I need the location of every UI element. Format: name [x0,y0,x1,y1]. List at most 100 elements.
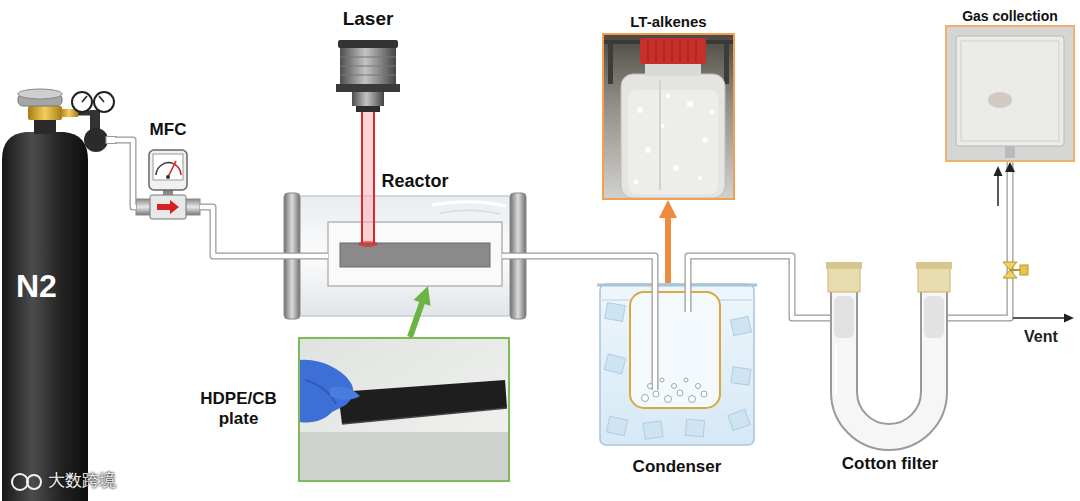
condenser-bath-part [607,416,628,435]
product-photo-part [696,40,697,62]
product-photo-part [637,107,643,113]
flow-arrow [659,200,677,283]
plate-photo-part [338,380,507,424]
laser-head-part [340,57,396,58]
node-label: Cotton filter [842,454,938,474]
reactor-tube-part [432,202,506,206]
node-label: N2 [16,268,57,305]
reactor-tube-part [362,222,374,243]
product-photo [604,35,733,198]
valve-symbol-part [1020,265,1028,275]
tube-wall [200,207,328,256]
gas-bag-photo-part [988,92,1012,108]
plate-photo-part [330,386,360,399]
reactor-tube-part [440,210,500,214]
u-tube-filter-part [826,262,862,269]
product-photo-part [648,40,649,62]
plate-photo-part [300,432,508,480]
gas-cylinder-part [72,92,92,112]
product-photo-part [666,94,670,98]
valve-symbol-part [1003,262,1017,270]
condenser: Condenser [597,283,757,447]
laser-head-part [340,75,396,76]
product-photo-part [664,40,665,62]
valve-symbol-part [1003,270,1017,278]
laser-head-part [336,84,400,92]
condenser-bath-part [660,378,664,382]
node-label: LT-alkenes [630,13,706,30]
condenser-bath-part [653,391,659,397]
gas-cylinder-part [18,89,62,99]
condenser-bath-part [686,283,691,312]
beam-glow [362,112,374,222]
condenser-bath-part [600,284,754,445]
laser-head-part [356,106,380,112]
arrow-shaft [665,212,671,283]
product-photo-part [724,44,729,84]
node-label: Laser [343,8,394,30]
product-photo-part [659,80,661,190]
u-tube-filter-part [924,296,944,338]
vent-label: Vent [1024,328,1058,346]
product-photo-part [687,101,693,107]
node-label: Reactor [381,171,448,192]
photo-frame: LT-alkenes [602,33,735,200]
u-tube-filter-part [844,290,934,437]
condenser-bath-part [630,292,720,408]
condenser-bath-part [653,283,658,390]
condenser-bath-part [643,421,663,439]
product-photo-part [688,40,689,62]
gas-cylinder-part [2,132,88,501]
flow-controller: MFC [136,148,200,218]
tube-wall [502,256,655,283]
condenser-bath-part [677,390,683,396]
gas-cylinder-part [82,96,87,102]
beam-line [361,112,363,222]
mass-flow-controller-part [153,154,183,180]
tube-wall [688,256,815,318]
plate-photo-part [342,408,507,424]
u-tube-filter-part [918,266,950,292]
arrowhead [1005,162,1015,172]
condenser-bath-part [684,378,688,382]
tube-connector [688,256,815,318]
flow-direction-arrow-part [994,166,1003,176]
mass-flow-controller-part [168,161,176,177]
product-photo-part [634,180,639,185]
node-label: Condenser [633,457,722,477]
condenser-bath-part [597,284,757,287]
flow-direction-arrow-part [997,174,999,206]
laser-head-part [340,66,396,67]
laser-head [336,40,400,112]
u-tube-filter-part [828,266,860,292]
mass-flow-controller-part [157,200,179,214]
cotton-filter: Cotton filter [815,262,965,436]
product-photo-part [604,35,733,198]
vent-arrow [1013,314,1074,323]
condenser-bath-part [685,419,704,437]
gas-bag-photo [947,27,1073,160]
watermark-logo [12,474,41,490]
gas-cylinder-part [94,92,114,112]
watermark-logo-part [27,475,41,489]
node-label: Gas collection [962,8,1058,24]
condenser-bath-part [731,316,752,335]
arrow-shaft [410,297,424,337]
product-photo-part [672,40,673,62]
product-photo-part [628,90,718,194]
condenser-bath-part [672,384,677,389]
laser-beam [362,112,374,222]
laser-head-part [338,40,398,48]
reactor-tube-part [373,222,375,243]
reactor-chamber: Reactor [328,222,502,286]
vent-arrow-part [1064,314,1074,323]
photo-frame: HDPE/CB plate [298,337,510,482]
valve-symbol [1003,262,1028,278]
condenser-bath-part [696,384,701,389]
product-photo-part [673,165,679,171]
tube-bore [115,140,136,207]
reactor-tube-part [328,222,502,286]
product-photo-part [640,38,706,64]
node-label: HDPE/CB plate [191,389,286,428]
